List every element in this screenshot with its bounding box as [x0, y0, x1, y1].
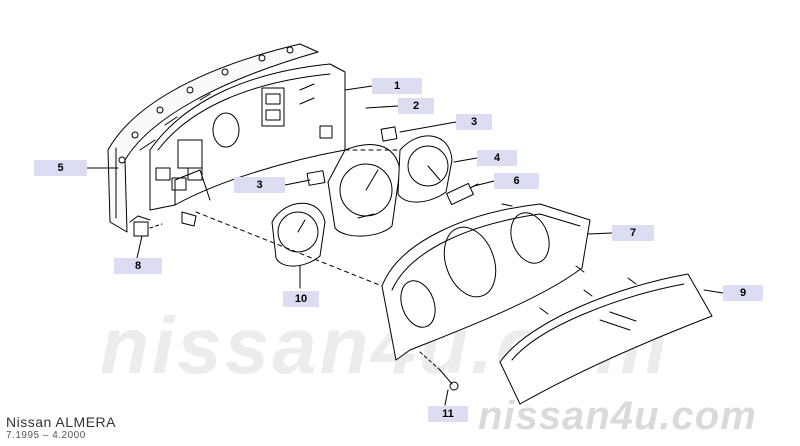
- part-3-pads: [306, 126, 398, 186]
- part-9-glass: [499, 273, 713, 405]
- assembly-lines: [195, 149, 401, 287]
- callout-8: 8: [114, 258, 162, 274]
- watermark-small: nissan4u.com: [478, 394, 757, 438]
- part-2-tacho: [327, 144, 401, 237]
- part-6-connector: [446, 182, 479, 206]
- part-1-housing: [149, 63, 346, 227]
- callout-11: 11: [428, 406, 468, 422]
- callout-1: 1: [372, 78, 422, 94]
- callout-3-second: 3: [234, 177, 285, 193]
- model-years: 7.1995 – 4.2000: [6, 430, 86, 441]
- callout-4: 4: [477, 150, 517, 166]
- part-5-printed-circuit: [107, 43, 319, 233]
- callout-5: 5: [34, 160, 87, 176]
- part-8-bulb-socket: [129, 215, 163, 237]
- callout-3: 3: [456, 114, 492, 130]
- part-4-gauge: [397, 135, 453, 203]
- part-7-bezel: [381, 203, 591, 361]
- callout-6: 6: [494, 173, 539, 189]
- part-10-gauge: [271, 202, 326, 267]
- leader-lines: [86, 85, 724, 406]
- model-name: Nissan ALMERA: [6, 414, 116, 430]
- callout-7: 7: [612, 225, 654, 241]
- callout-2: 2: [398, 98, 434, 114]
- callout-9: 9: [723, 285, 763, 301]
- part-11-screw: [419, 351, 459, 391]
- callout-10: 10: [283, 291, 319, 307]
